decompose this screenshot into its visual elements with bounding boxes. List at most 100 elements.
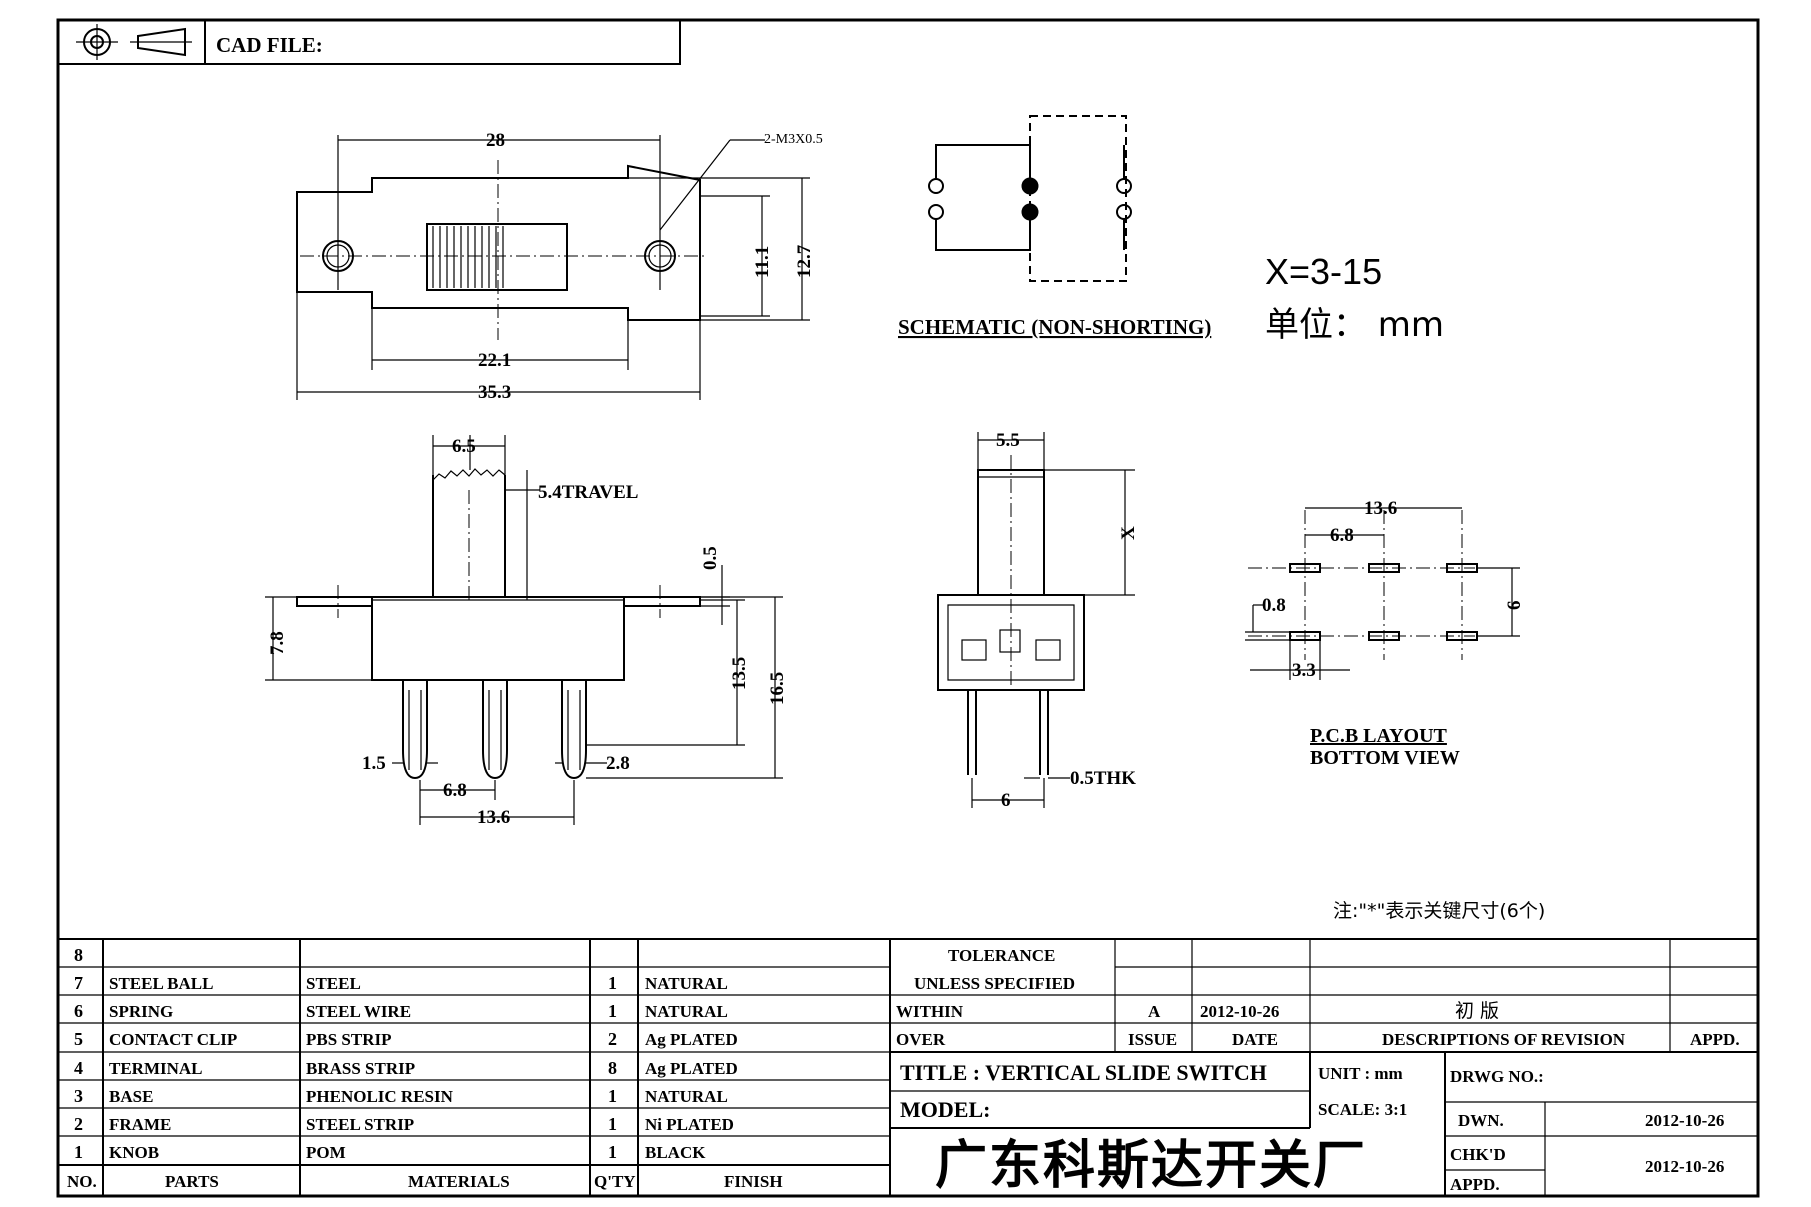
top-view: 28 2-M3X0.5 11.1 12.7 22.1 35.3 <box>296 130 823 403</box>
dim-22-1: 22.1 <box>478 350 511 371</box>
bom-qty: 8 <box>608 1058 617 1078</box>
end-view: 5.5 X 0.5THK 6 <box>937 430 1139 811</box>
pcb-layout: 13.6 6.8 6 0.8 3.3 P.C.B LAYOUT BOTTOM V… <box>1245 498 1525 769</box>
bom-part: BASE <box>109 1087 153 1106</box>
bom-no: 8 <box>74 945 83 965</box>
bom-table: 8 7 STEEL BALL STEEL 1 NATURAL 6 SPRING … <box>57 938 891 1197</box>
dim-5-5: 5.5 <box>996 430 1020 451</box>
chkd-label: CHK'D <box>1450 1145 1506 1164</box>
bom-row: 1 KNOB POM 1 BLACK <box>74 1142 706 1162</box>
bom-qty: 2 <box>608 1029 617 1049</box>
appd-label-revision: APPD. <box>1690 1030 1740 1049</box>
bom-row: 4 TERMINAL BRASS STRIP 8 Ag PLATED <box>74 1058 738 1078</box>
schematic-diagram: SCHEMATIC (NON-SHORTING) <box>898 115 1211 339</box>
dim-12-7: 12.7 <box>794 244 815 278</box>
bom-finish: Ni PLATED <box>645 1115 734 1134</box>
dim-16-5: 16.5 <box>767 672 788 705</box>
company-name: 广东科斯达开关厂 <box>935 1136 1367 1196</box>
dim-28: 28 <box>486 130 505 151</box>
unit-line: 单位： mm <box>1265 305 1444 345</box>
pcb-dim-0-8: 0.8 <box>1262 595 1286 616</box>
bom-qty: 1 <box>608 1086 617 1106</box>
bom-row: 6 SPRING STEEL WIRE 1 NATURAL <box>74 1001 728 1021</box>
tolerance-line2: UNLESS SPECIFIED <box>914 974 1075 993</box>
bom-row: 3 BASE PHENOLIC RESIN 1 NATURAL <box>74 1086 728 1106</box>
bom-no: 2 <box>74 1114 83 1134</box>
dim-6-5: 6.5 <box>452 436 476 457</box>
revision-description: 初 版 <box>1455 1000 1499 1022</box>
bom-header-parts: PARTS <box>165 1172 219 1191</box>
dwn-date: 2012-10-26 <box>1645 1111 1724 1130</box>
date-label: DATE <box>1232 1030 1278 1049</box>
projection-symbol-icon <box>76 24 192 60</box>
dwn-label: DWN. <box>1458 1111 1504 1130</box>
spec-note: X=3-15 单位： mm <box>1265 251 1444 345</box>
model-label: MODEL: <box>900 1097 990 1122</box>
bom-finish: NATURAL <box>645 974 728 993</box>
pcb-layout-subtitle: BOTTOM VIEW <box>1310 747 1460 769</box>
schematic-label: SCHEMATIC (NON-SHORTING) <box>898 315 1211 339</box>
bom-material: PHENOLIC RESIN <box>306 1087 454 1106</box>
bom-header-qty: Q'TY <box>594 1172 636 1191</box>
bom-no: 6 <box>74 1001 83 1021</box>
pcb-dim-6-8: 6.8 <box>1330 525 1354 546</box>
pcb-dim-6: 6 <box>1504 601 1525 611</box>
dim-1-5: 1.5 <box>362 753 386 774</box>
bom-part: TERMINAL <box>109 1059 203 1078</box>
bom-part: KNOB <box>109 1143 159 1162</box>
bom-material: POM <box>306 1143 346 1162</box>
bom-material: BRASS STRIP <box>306 1059 415 1078</box>
issue-label: ISSUE <box>1128 1030 1177 1049</box>
tolerance-over: OVER <box>896 1030 946 1049</box>
dim-7-8: 7.8 <box>267 631 288 655</box>
pcb-dim-3-3: 3.3 <box>1292 660 1316 681</box>
bom-finish: NATURAL <box>645 1087 728 1106</box>
bom-material: STEEL WIRE <box>306 1002 411 1021</box>
bom-part: STEEL BALL <box>109 974 213 993</box>
bom-row: 2 FRAME STEEL STRIP 1 Ni PLATED <box>74 1114 734 1134</box>
terminal-pins <box>402 680 587 780</box>
bom-finish: BLACK <box>645 1143 706 1162</box>
dim-x: X <box>1118 526 1139 540</box>
unit-label: UNIT : mm <box>1318 1064 1403 1083</box>
bom-no: 4 <box>74 1058 83 1078</box>
pcb-dim-13-6: 13.6 <box>1364 498 1397 519</box>
bom-header-no: NO. <box>67 1172 97 1191</box>
bom-header-materials: MATERIALS <box>408 1172 510 1191</box>
cad-file-label: CAD FILE: <box>216 33 323 57</box>
title-block: TOLERANCE UNLESS SPECIFIED WITHIN OVER A… <box>889 938 1759 1197</box>
key-dimension-note: 注:"*"表示关键尺寸(6个) <box>1333 900 1545 922</box>
revision-date: 2012-10-26 <box>1200 1002 1279 1021</box>
bom-finish: Ag PLATED <box>645 1059 738 1078</box>
appd-label-title: APPD. <box>1450 1175 1500 1194</box>
bom-part: FRAME <box>109 1115 171 1134</box>
bom-no: 7 <box>74 973 83 993</box>
bom-qty: 1 <box>608 973 617 993</box>
x-range: X=3-15 <box>1265 251 1382 292</box>
tolerance-line1: TOLERANCE <box>948 946 1055 965</box>
scale-label: SCALE: 3:1 <box>1318 1100 1407 1119</box>
bom-material: PBS STRIP <box>306 1030 392 1049</box>
dim-11-1: 11.1 <box>752 246 773 278</box>
dim-travel: 5.4TRAVEL <box>538 482 638 503</box>
dim-35-3: 35.3 <box>478 382 511 403</box>
bom-material: STEEL STRIP <box>306 1115 414 1134</box>
drawing-number-label: DRWG NO.: <box>1450 1067 1544 1086</box>
bom-qty: 1 <box>608 1114 617 1134</box>
bom-no: 1 <box>74 1142 83 1162</box>
bom-material: STEEL <box>306 974 361 993</box>
bom-finish: Ag PLATED <box>645 1030 738 1049</box>
bom-row: 8 <box>74 945 83 965</box>
dim-6-end: 6 <box>1001 790 1011 811</box>
bom-header-finish: FINISH <box>724 1172 783 1191</box>
dim-13-5: 13.5 <box>729 657 750 690</box>
bom-no: 5 <box>74 1029 83 1049</box>
bom-qty: 1 <box>608 1001 617 1021</box>
revision-issue: A <box>1148 1002 1161 1021</box>
bom-row: 7 STEEL BALL STEEL 1 NATURAL <box>74 973 728 993</box>
bom-header-row: NO. PARTS MATERIALS Q'TY FINISH <box>67 1172 783 1191</box>
dim-13-6-side: 13.6 <box>477 807 510 828</box>
header-box: CAD FILE: <box>57 19 681 65</box>
bom-part: SPRING <box>109 1002 173 1021</box>
